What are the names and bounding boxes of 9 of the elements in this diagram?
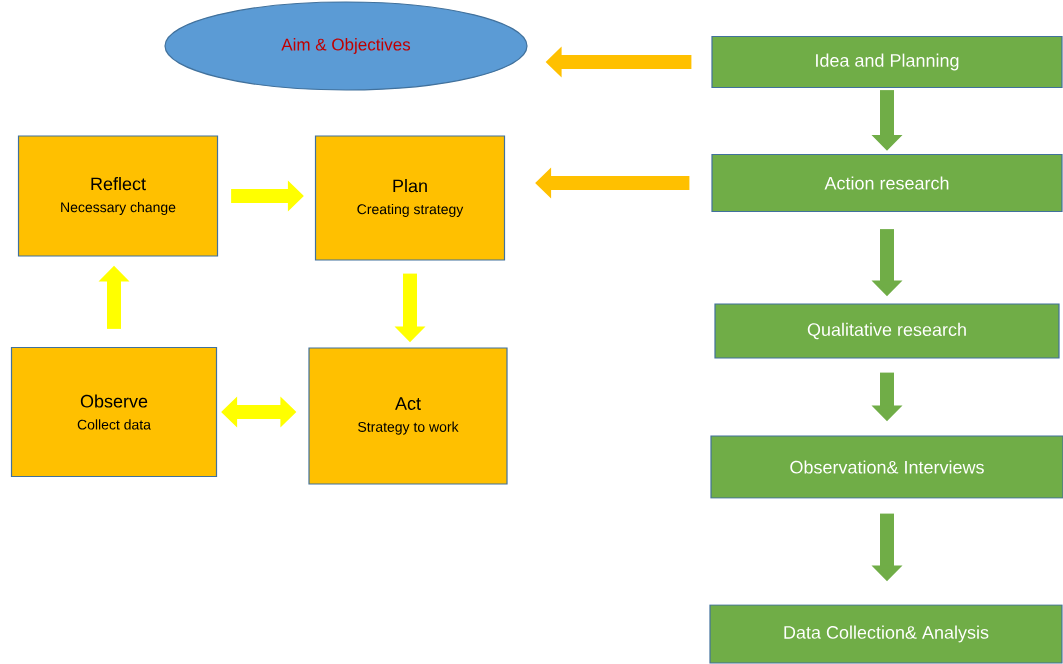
process-box: Data Collection& Analysis bbox=[709, 604, 1063, 664]
process-box: Idea and Planning bbox=[711, 35, 1063, 89]
stage-box: Reflect Necessary change bbox=[17, 135, 219, 257]
process-box: Action research bbox=[711, 153, 1063, 213]
process-box: Qualitative research bbox=[714, 303, 1060, 359]
stage-box: Observe Collect data bbox=[10, 346, 218, 478]
stage-box: Act Strategy to work bbox=[308, 347, 508, 485]
process-box: Observation& Interviews bbox=[710, 435, 1063, 499]
stage-box: Plan Creating strategy bbox=[314, 135, 506, 261]
